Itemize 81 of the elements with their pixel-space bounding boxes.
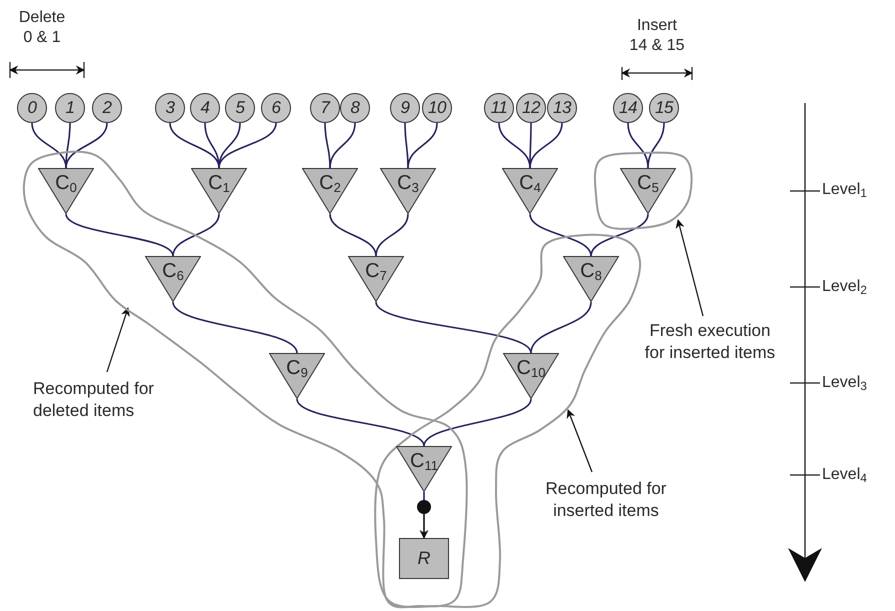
component-triangle <box>145 256 201 302</box>
component-triangle <box>348 256 404 302</box>
connector-line <box>423 398 532 446</box>
component-label: C$_{1}$ <box>207 172 231 197</box>
component-triangle <box>563 256 619 302</box>
annotation-text: Fresh execution for inserted items <box>644 320 776 364</box>
level-label: Level$_{2}$ <box>822 277 868 299</box>
component-triangle <box>620 168 676 214</box>
connector-line <box>529 214 592 256</box>
connector-line <box>375 302 532 354</box>
annotation-text: Recomputed for deleted items <box>33 378 155 422</box>
connector-line <box>65 122 108 168</box>
connector-line <box>329 122 356 168</box>
component-label: C$_{10}$ <box>516 357 546 382</box>
item-circle: 14 <box>613 93 643 123</box>
component-label: C$_{6}$ <box>161 260 185 285</box>
level-label: Level$_{3}$ <box>822 373 868 395</box>
item-circle: 8 <box>340 93 370 123</box>
connector-line <box>647 122 665 168</box>
range-label: Delete 0 & 1 <box>18 8 66 48</box>
component-label: C$_{7}$ <box>364 260 388 285</box>
region-outline <box>21 149 470 610</box>
connector-line <box>218 122 277 168</box>
connector-line <box>627 122 649 168</box>
leader-arrow <box>676 219 704 316</box>
component-triangle <box>380 168 436 214</box>
connector-line <box>324 122 331 168</box>
connector-line <box>529 122 563 168</box>
item-circle: 0 <box>17 93 47 123</box>
connector-line <box>296 398 425 446</box>
level-label: Level$_{1}$ <box>822 180 868 202</box>
component-triangle <box>502 168 558 214</box>
item-circle: 5 <box>225 93 255 123</box>
component-triangle <box>396 446 452 492</box>
component-triangle <box>38 168 94 214</box>
connector-line <box>375 214 409 256</box>
component-label: C$_{0}$ <box>54 172 78 197</box>
item-circle: 12 <box>516 93 546 123</box>
connector-line <box>329 214 377 256</box>
item-circle: 4 <box>190 93 220 123</box>
result-box: R <box>399 538 449 579</box>
item-circle: 6 <box>261 93 291 123</box>
component-label: C$_{3}$ <box>396 172 420 197</box>
leader-arrow <box>566 409 593 472</box>
component-label: C$_{8}$ <box>579 260 603 285</box>
connector-line <box>172 302 298 354</box>
arrow <box>420 514 428 539</box>
item-circle: 2 <box>92 93 122 123</box>
connector-line <box>407 122 438 168</box>
range-label: Insert 14 & 15 <box>628 16 686 56</box>
component-triangle <box>503 353 559 399</box>
item-circle: 3 <box>155 93 185 123</box>
component-label: C$_{11}$ <box>409 450 439 475</box>
region-outline <box>592 149 694 232</box>
item-circle: 1 <box>55 93 85 123</box>
component-label: C$_{5}$ <box>636 172 660 197</box>
connector-line <box>404 123 409 168</box>
component-triangle <box>302 168 358 214</box>
connector-line <box>65 214 174 256</box>
junction-dot <box>417 500 431 514</box>
component-label: C$_{2}$ <box>318 172 342 197</box>
item-circle: 11 <box>484 93 514 123</box>
connector-line <box>65 122 71 168</box>
item-circle: 9 <box>390 93 420 123</box>
level-label: Level$_{4}$ <box>822 465 868 487</box>
item-circle: 13 <box>547 93 577 123</box>
item-circle: 10 <box>422 93 452 123</box>
connector-line <box>423 492 425 500</box>
component-label: C$_{9}$ <box>285 357 309 382</box>
item-circle: 15 <box>649 93 679 123</box>
connector-line <box>172 214 220 256</box>
component-triangle <box>191 168 247 214</box>
connector-line <box>204 122 220 168</box>
connector-line <box>529 123 532 168</box>
connector-line <box>530 302 592 354</box>
item-circle: 7 <box>310 93 340 123</box>
component-triangle <box>269 353 325 399</box>
annotation-text: Recomputed for inserted items <box>544 478 668 522</box>
component-label: C$_{4}$ <box>518 172 542 197</box>
leader-arrow <box>106 307 130 372</box>
connector-line <box>590 214 649 256</box>
